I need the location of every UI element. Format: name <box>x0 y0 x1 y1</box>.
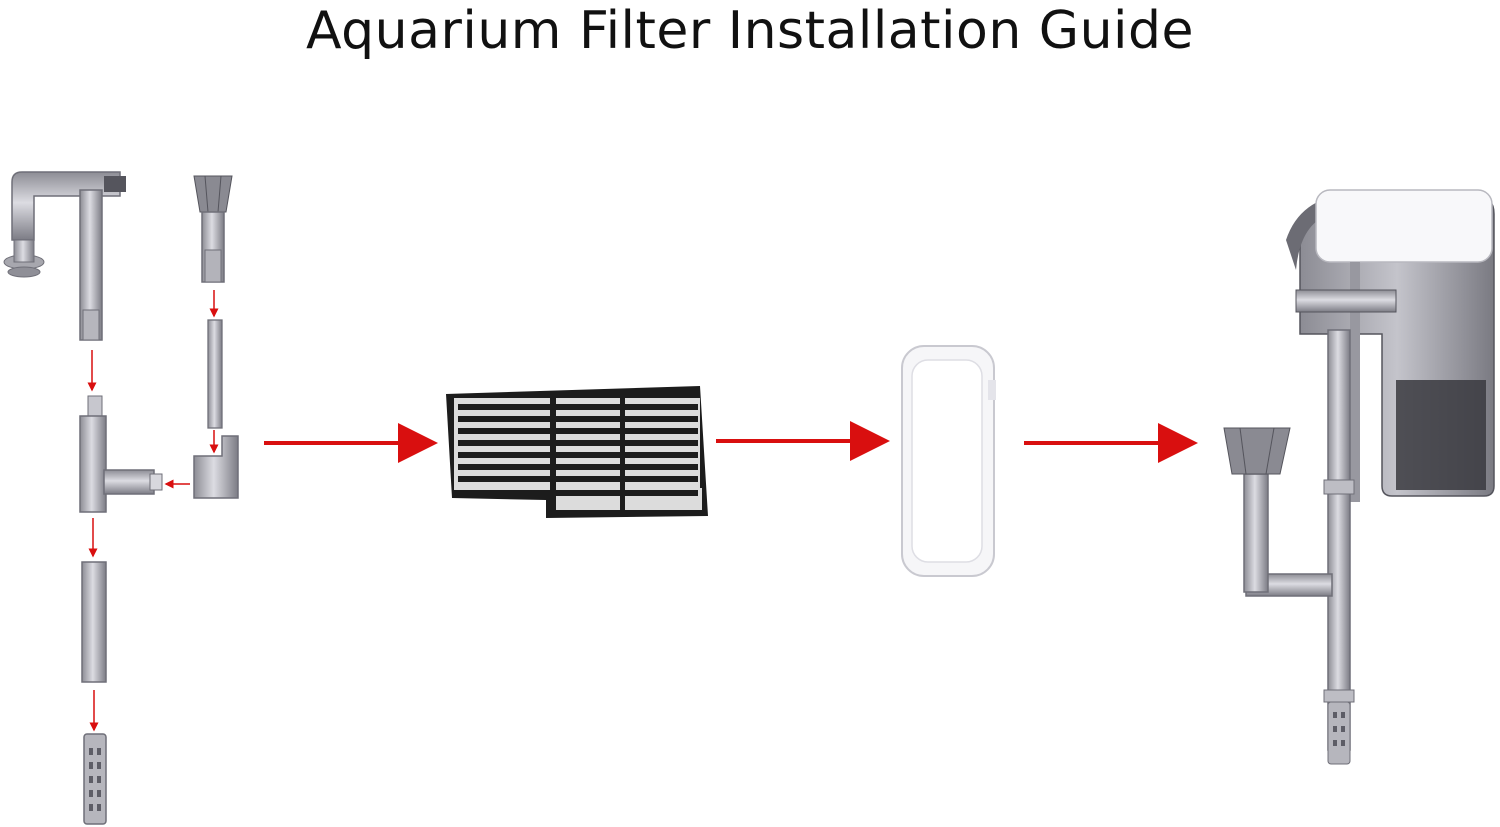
outflow-elbow-icon <box>4 172 126 340</box>
filter-cartridge-icon <box>446 386 708 518</box>
filter-lid-icon <box>902 346 996 576</box>
exploded-tube-assembly-icon <box>4 172 238 824</box>
elbow-connector-icon <box>194 436 238 498</box>
assembled-hang-on-filter-icon <box>1224 190 1494 764</box>
t-connector-icon <box>80 396 162 512</box>
bottom-strainer-icon <box>84 734 106 824</box>
extension-tube-upper-icon <box>208 320 222 428</box>
assembly-arrows <box>92 290 214 730</box>
intake-strainer-icon <box>194 176 232 282</box>
extension-tube-lower-icon <box>82 562 106 682</box>
installed-lid-icon <box>1316 190 1492 262</box>
